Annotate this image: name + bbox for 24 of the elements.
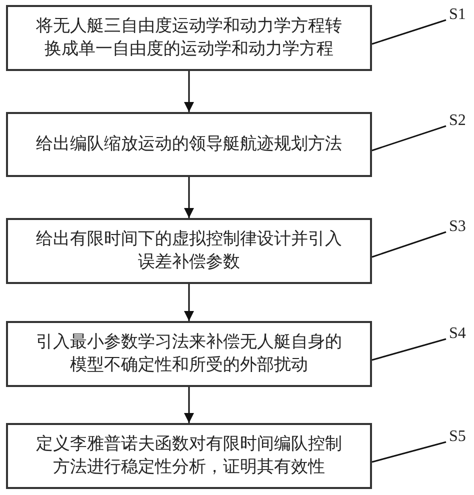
step-text: 引入最小参数学习法来补偿无人艇自身的模型不确定性和所受的外部扰动 xyxy=(35,331,343,377)
leader-line xyxy=(372,19,446,45)
step-label: S3 xyxy=(449,218,466,236)
step-label: S1 xyxy=(449,6,466,24)
arrow xyxy=(184,387,194,423)
leader-line xyxy=(372,231,446,258)
step-label: S4 xyxy=(449,325,466,343)
step-label: S2 xyxy=(449,112,466,130)
step-text: 定义李雅普诺夫函数对有限时间编队控制方法进行稳定性分析，证明其有效性 xyxy=(35,433,343,479)
process-box xyxy=(6,218,372,284)
leader-line xyxy=(372,125,446,152)
leader-line xyxy=(372,441,446,463)
step-text: 给出编队缩放运动的领导艇航迹规划方法 xyxy=(36,133,342,156)
leader-line xyxy=(372,338,446,361)
step-text: 给出有限时间下的虚拟控制律设计并引入误差补偿参数 xyxy=(35,228,343,274)
step-text: 将无人艇三自由度运动学和动力学方程转换成单一自由度的运动学和动力学方程 xyxy=(35,15,343,61)
process-box xyxy=(6,321,372,387)
arrow xyxy=(184,71,194,112)
process-box xyxy=(6,112,372,177)
arrow xyxy=(184,177,194,218)
process-box xyxy=(6,423,372,489)
process-box xyxy=(6,5,372,71)
arrow xyxy=(184,284,194,321)
step-label: S5 xyxy=(449,428,466,446)
